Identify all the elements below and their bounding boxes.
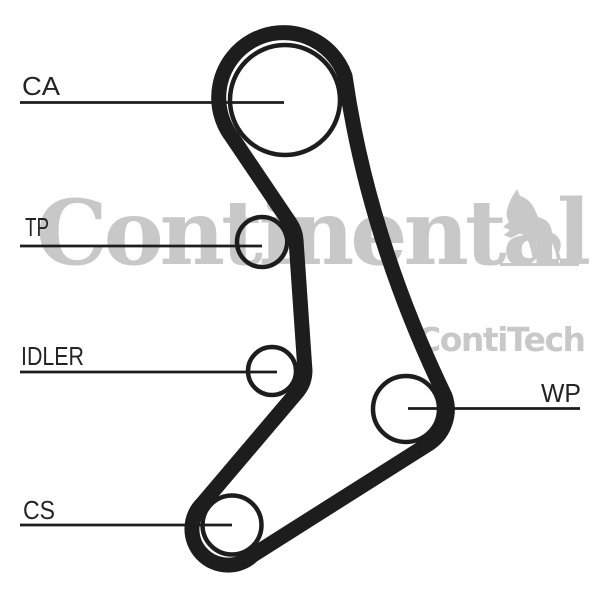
watermark-group: Continental ContiTech bbox=[36, 180, 593, 359]
camshaft-pulley bbox=[227, 42, 343, 158]
continental-wordmark: Continental bbox=[36, 180, 589, 286]
wp-label: WP bbox=[541, 378, 581, 408]
timing-belt bbox=[184, 25, 455, 573]
tensioner-pulley bbox=[234, 214, 290, 270]
ca-label: CA bbox=[22, 71, 61, 101]
rearing-horse-icon bbox=[503, 189, 561, 260]
idler-label: IDLER bbox=[21, 341, 84, 371]
contitech-wordmark: ContiTech bbox=[417, 320, 585, 359]
leader-lines-group bbox=[20, 101, 580, 527]
tp-label: TP bbox=[25, 212, 49, 242]
cs-label: CS bbox=[23, 495, 55, 525]
labels-group: CA TP IDLER CS WP bbox=[21, 71, 581, 525]
